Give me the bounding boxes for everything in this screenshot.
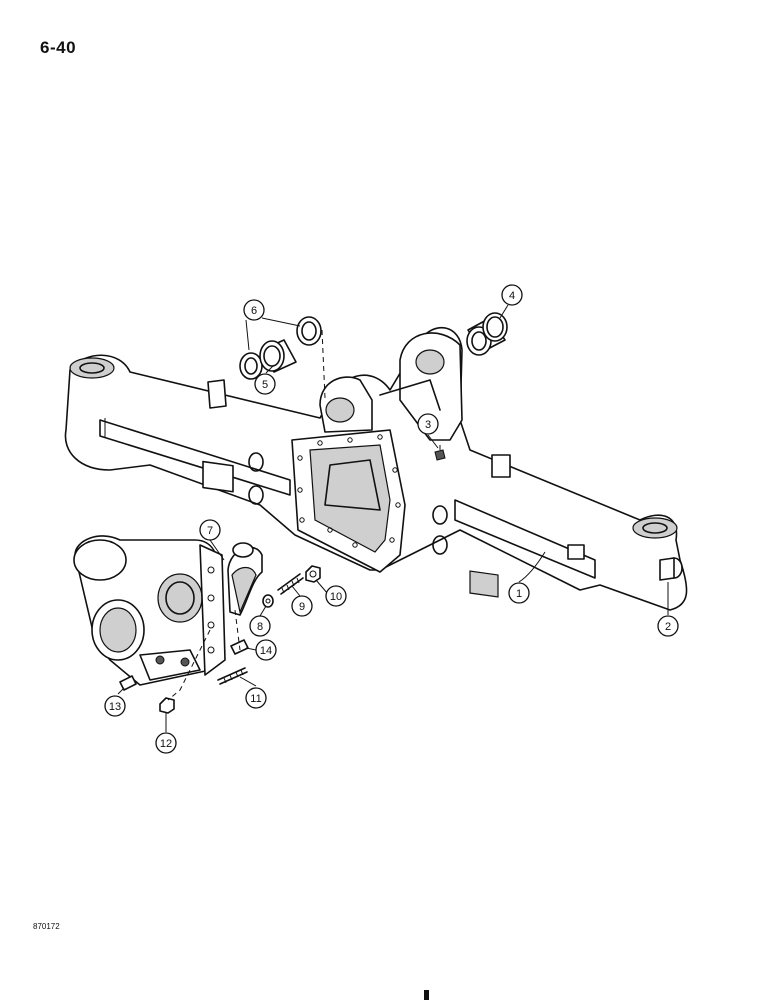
callout-5: 5	[254, 373, 276, 395]
callout-13: 13	[104, 695, 126, 717]
grease-fitting	[434, 445, 446, 461]
nut-10	[305, 565, 321, 583]
figure-code: 870172	[33, 922, 60, 931]
leader-lines	[117, 304, 669, 732]
svg-text:2: 2	[665, 621, 671, 633]
callout-6: 6	[243, 299, 265, 321]
callout-8: 8	[249, 615, 271, 637]
callout-1: 1	[508, 582, 530, 604]
bushing-4	[466, 312, 508, 356]
stud-9	[277, 573, 304, 595]
svg-text:9: 9	[299, 601, 305, 613]
svg-text:13: 13	[109, 701, 121, 713]
page-edge-mark	[424, 990, 429, 1000]
svg-text:4: 4	[509, 290, 515, 302]
svg-text:5: 5	[262, 379, 268, 391]
page-number: 6-40	[40, 38, 77, 57]
axle-housing	[64, 326, 688, 611]
bushing-5-and-seals-6	[239, 316, 326, 399]
svg-text:8: 8	[257, 621, 263, 633]
bearing-cap	[227, 542, 263, 616]
svg-text:1: 1	[516, 588, 522, 600]
svg-text:6: 6	[251, 305, 257, 317]
callout-4: 4	[501, 284, 523, 306]
callout-14: 14	[255, 639, 277, 661]
callout-7: 7	[199, 519, 221, 541]
washer-8	[262, 594, 274, 608]
svg-text:14: 14	[260, 645, 272, 657]
callout-3: 3	[417, 413, 439, 435]
svg-text:11: 11	[250, 693, 261, 705]
plug-13	[119, 675, 137, 691]
svg-text:10: 10	[330, 591, 342, 603]
callout-11: 11	[245, 687, 267, 709]
callout-9: 9	[291, 595, 313, 617]
flange-bolt-holes	[297, 434, 401, 548]
svg-text:3: 3	[425, 419, 431, 431]
nut-12	[159, 697, 175, 714]
svg-text:12: 12	[160, 738, 172, 750]
callout-12: 12	[155, 732, 177, 754]
stud-11	[217, 667, 248, 685]
pivot-housing	[73, 535, 226, 686]
svg-text:7: 7	[207, 525, 213, 537]
callout-2: 2	[657, 615, 679, 637]
callout-10: 10	[325, 585, 347, 607]
